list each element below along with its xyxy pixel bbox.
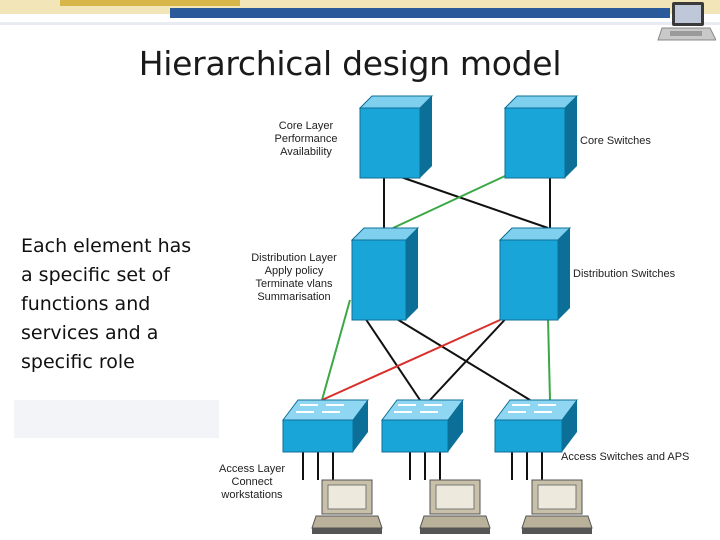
- workstation-1: [311, 479, 383, 534]
- core-layer-line: Availability: [280, 146, 332, 158]
- core-switches-label: Core Switches: [580, 135, 651, 147]
- access-layer-line: workstations: [221, 489, 283, 501]
- link-dist-right-to-access-3: [547, 317, 551, 401]
- core-layer-line: Core Layer: [278, 120, 334, 132]
- body-line: services and a: [21, 322, 159, 344]
- access-switch-2: [381, 399, 464, 453]
- access-switch-3: [494, 399, 578, 453]
- body-text: Each element has a specific set of funct…: [21, 232, 221, 377]
- laptop-icon: [657, 2, 716, 41]
- distribution-layer-line: Summarisation: [257, 291, 331, 303]
- distribution-layer-line: Terminate vlans: [255, 278, 333, 290]
- distribution-layer-label: Distribution Layer Apply policy Terminat…: [246, 252, 342, 304]
- body-line: functions and: [21, 293, 151, 315]
- body-line: specific role: [21, 351, 135, 373]
- body-line: Each element has: [21, 235, 192, 257]
- link-dist-left-to-access-1: [321, 299, 351, 401]
- distribution-switch-right: [498, 227, 572, 321]
- link-core-right-to-dist-left: [392, 175, 506, 229]
- core-switch-right: [503, 95, 579, 179]
- link-dist-left-to-access-3: [381, 309, 531, 401]
- distribution-layer-line: Distribution Layer: [251, 252, 337, 264]
- workstation-3: [521, 479, 593, 534]
- body-line: a specific set of: [21, 264, 170, 286]
- link-dist-right-to-access-1: [321, 319, 501, 401]
- link-core-left-to-dist-right: [397, 175, 549, 229]
- distribution-layer-line: Apply policy: [264, 265, 324, 277]
- link-dist-right-to-access-2: [429, 311, 513, 401]
- access-switch-1: [282, 399, 369, 453]
- access-cables: [302, 452, 543, 480]
- workstation-2: [419, 479, 491, 534]
- access-layer-line: Connect: [231, 476, 273, 488]
- core-layer-line: Performance: [274, 133, 338, 145]
- distribution-switch-left: [350, 227, 420, 321]
- slide-title: Hierarchical design model: [138, 44, 562, 83]
- core-layer-label: Core Layer Performance Availability: [268, 120, 344, 159]
- distribution-switches-label: Distribution Switches: [573, 268, 676, 280]
- link-dist-left-to-access-2: [364, 317, 421, 401]
- core-switch-left: [358, 95, 434, 179]
- access-layer-line: Access Layer: [218, 463, 286, 475]
- access-layer-label: Access Layer Connect workstations: [214, 463, 290, 502]
- access-switches-label: Access Switches and APS: [561, 451, 690, 463]
